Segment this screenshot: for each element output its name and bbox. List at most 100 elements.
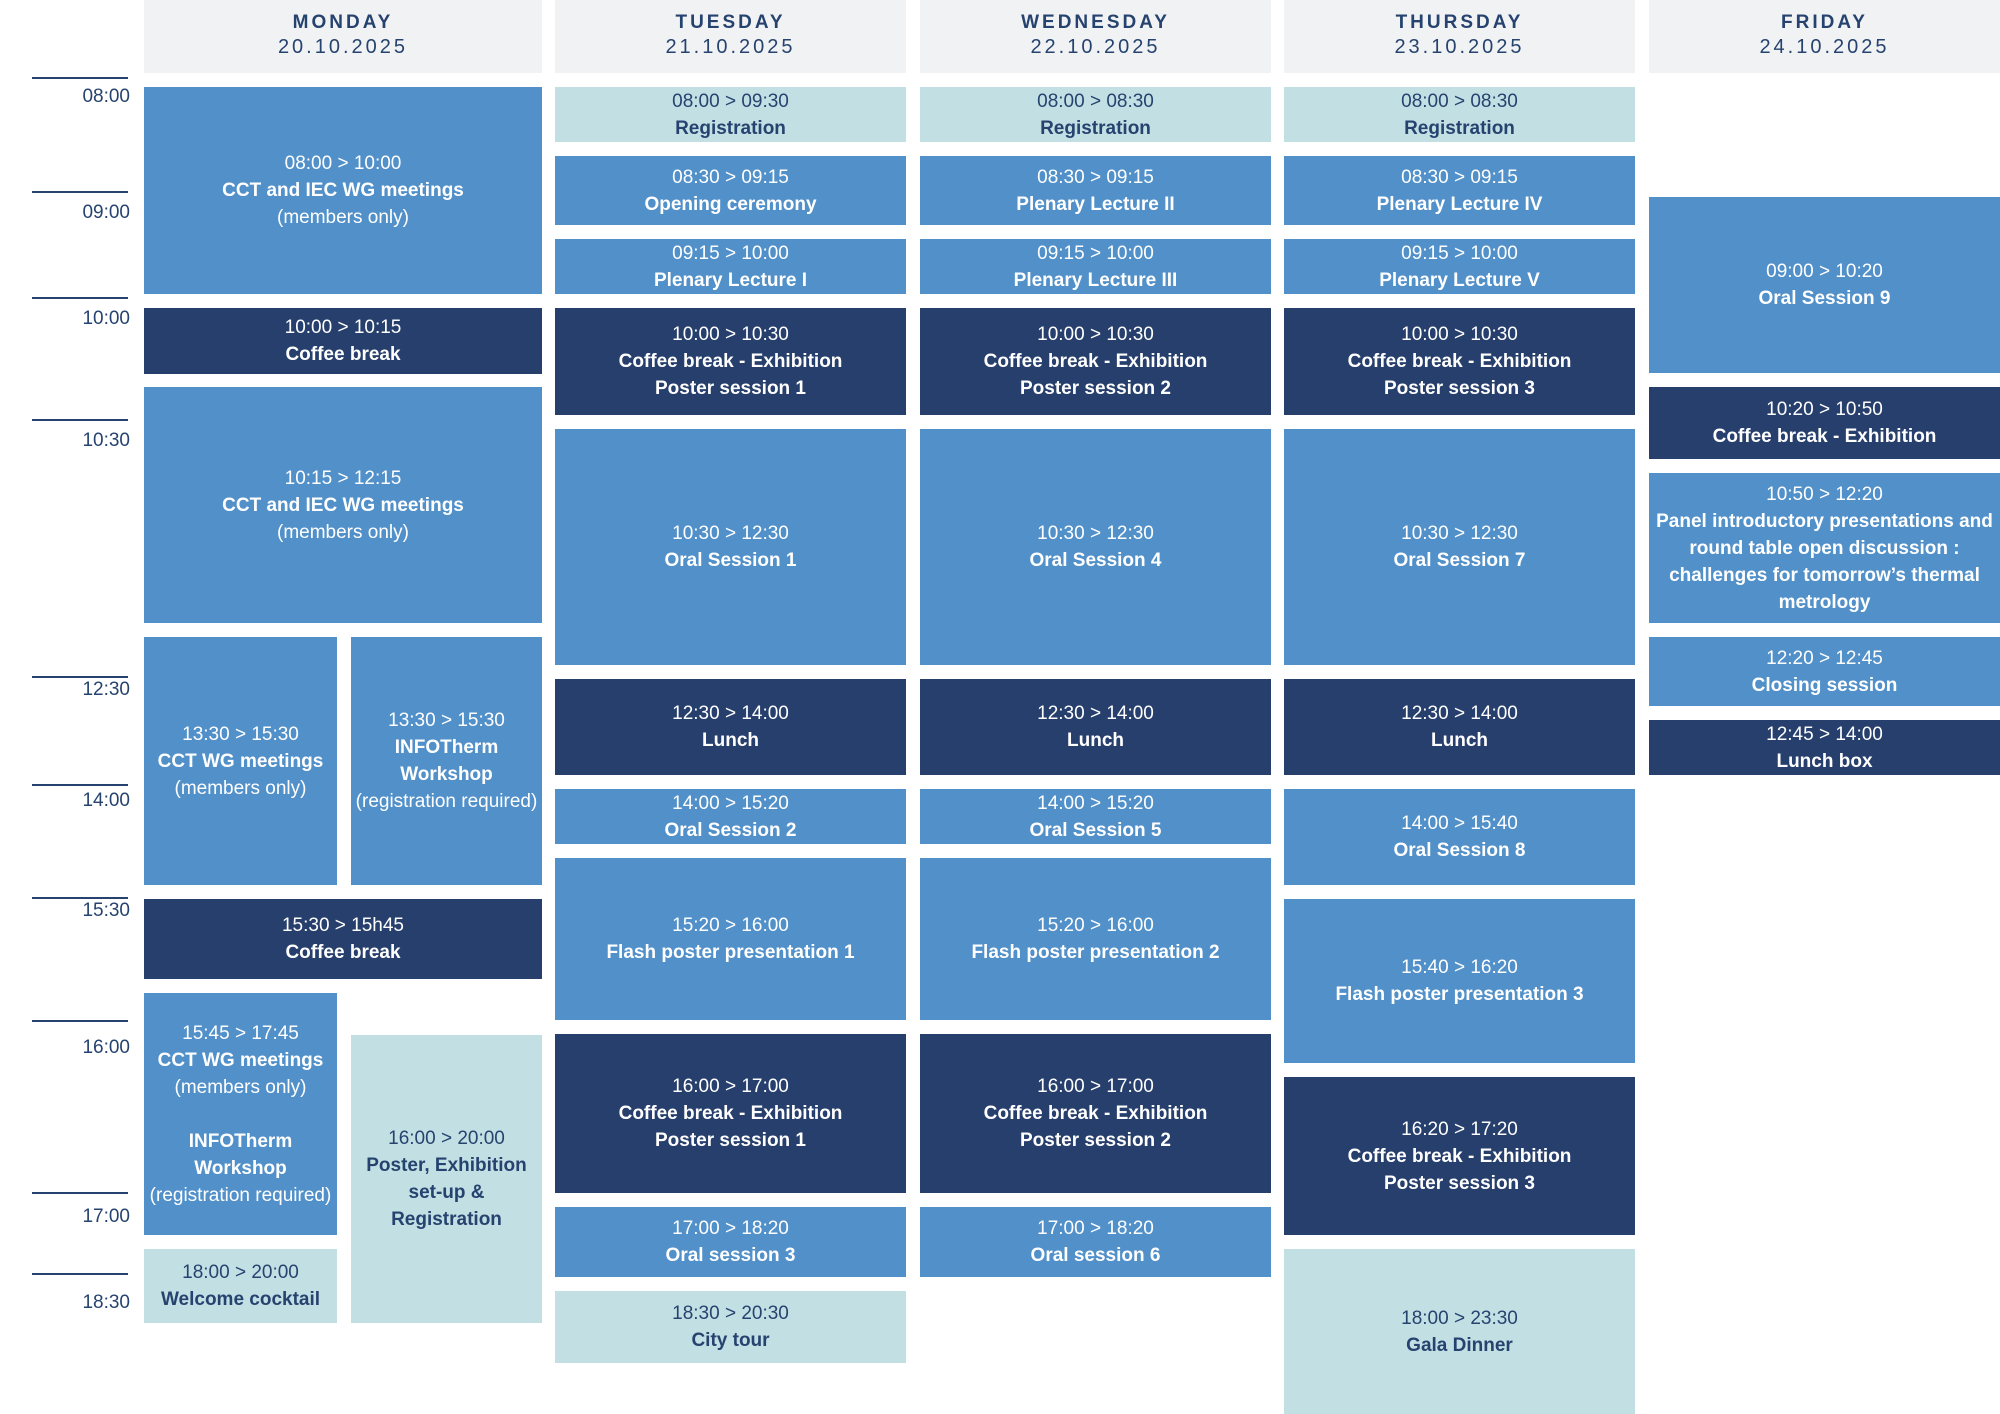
event-block[interactable]: 08:00 > 09:30 Registration — [555, 87, 906, 142]
day-date: 23.10.2025 — [1394, 36, 1525, 58]
event-time: 17:00 > 18:20 — [1037, 1218, 1154, 1239]
event-time: 09:15 > 10:00 — [1401, 242, 1518, 264]
event-title: Registration — [675, 117, 786, 139]
event-block[interactable]: 09:15 > 10:00 Plenary Lecture I — [555, 239, 906, 294]
event-block[interactable]: 10:30 > 12:30 Oral Session 7 — [1284, 429, 1635, 665]
event-block[interactable]: 14:00 > 15:20 Oral Session 5 — [920, 789, 1271, 844]
time-rule — [32, 1192, 128, 1194]
event-time: 09:00 > 10:20 — [1766, 261, 1883, 282]
event-title: Oral Session 4 — [1029, 550, 1162, 571]
event-block[interactable]: 10:00 > 10:30 Coffee break - Exhibition … — [555, 308, 906, 415]
event-block[interactable]: 08:30 > 09:15 Plenary Lecture II — [920, 156, 1271, 225]
event-block[interactable]: 17:00 > 18:20 Oral session 6 — [920, 1207, 1271, 1277]
event-block[interactable]: 18:00 > 20:00 Welcome cocktail — [144, 1249, 337, 1323]
event-time: 08:00 > 10:00 — [284, 153, 402, 174]
event-block[interactable]: 14:00 > 15:40 Oral Session 8 — [1284, 789, 1635, 885]
event-time: 16:00 > 17:00 — [1037, 1076, 1154, 1097]
event-title: Oral session 6 — [1030, 1245, 1161, 1266]
event-title: Lunch — [702, 730, 759, 751]
event-title: City tour — [691, 1330, 770, 1351]
event-block[interactable]: 12:20 > 12:45 Closing session — [1649, 637, 2000, 706]
event-time: 10:00 > 10:30 — [1037, 324, 1154, 345]
event-block[interactable]: 12:30 > 14:00 Lunch — [555, 679, 906, 775]
time-rule — [32, 191, 128, 193]
event-block[interactable]: 16:00 > 20:00 Poster, Exhibition set-up … — [351, 1035, 542, 1323]
event-title: Poster, Exhibition set-up & Registration — [366, 1155, 527, 1230]
event-block[interactable]: 08:30 > 09:15 Plenary Lecture IV — [1284, 156, 1635, 225]
event-title: Oral Session 2 — [664, 819, 797, 841]
event-title: Flash poster presentation 1 — [606, 942, 855, 963]
event-block[interactable]: 15:30 > 15h45 Coffee break — [144, 899, 542, 979]
event-title: INFOTherm Workshop — [394, 737, 499, 785]
event-block[interactable]: 18:00 > 23:30 Gala Dinner — [1284, 1249, 1635, 1414]
event-time: 16:00 > 17:00 — [672, 1076, 789, 1097]
event-time: 14:00 > 15:20 — [672, 792, 789, 814]
event-time: 15:20 > 16:00 — [672, 915, 789, 936]
event-title: Flash poster presentation 2 — [971, 942, 1220, 963]
event-block[interactable]: 15:20 > 16:00 Flash poster presentation … — [920, 858, 1271, 1020]
time-rule — [32, 784, 128, 786]
event-block[interactable]: 10:00 > 10:15 Coffee break — [144, 308, 542, 374]
event-block[interactable]: 12:45 > 14:00 Lunch box — [1649, 720, 2000, 775]
event-title: Oral Session 5 — [1029, 819, 1162, 841]
event-time: 12:20 > 12:45 — [1766, 647, 1883, 669]
event-block[interactable]: 09:15 > 10:00 Plenary Lecture III — [920, 239, 1271, 294]
event-block[interactable]: 12:30 > 14:00 Lunch — [920, 679, 1271, 775]
event-block[interactable]: 10:15 > 12:15 CCT and IEC WG meetings (m… — [144, 387, 542, 623]
time-label: 14:00 — [82, 790, 130, 811]
event-block[interactable]: 10:00 > 10:30 Coffee break - Exhibition … — [920, 308, 1271, 415]
event-title: Gala Dinner — [1406, 1334, 1513, 1356]
event-block[interactable]: 16:00 > 17:00 Coffee break - Exhibition … — [920, 1034, 1271, 1193]
event-block[interactable]: 08:30 > 09:15 Opening ceremony — [555, 156, 906, 225]
event-title: Poster session 1 — [654, 378, 807, 399]
event-block[interactable]: 15:45 > 17:45 CCT WG meetings (members o… — [144, 993, 337, 1235]
event-title: Poster session 1 — [654, 1130, 807, 1151]
event-block[interactable]: 09:00 > 10:20 Oral Session 9 — [1649, 197, 2000, 373]
day-name: THURSDAY — [1395, 12, 1524, 33]
event-time: 08:00 > 08:30 — [1037, 90, 1154, 112]
event-title: Oral Session 1 — [664, 550, 797, 571]
event-block[interactable]: 17:00 > 18:20 Oral session 3 — [555, 1207, 906, 1277]
event-time: 08:00 > 09:30 — [672, 90, 789, 112]
event-block[interactable]: 12:30 > 14:00 Lunch — [1284, 679, 1635, 775]
event-block[interactable]: 18:30 > 20:30 City tour — [555, 1291, 906, 1363]
day-name: WEDNESDAY — [1021, 12, 1170, 33]
event-time: 10:00 > 10:30 — [672, 324, 789, 345]
event-note: (registration required) — [149, 1184, 332, 1206]
event-time: 08:30 > 09:15 — [672, 166, 789, 188]
time-rule — [32, 77, 128, 79]
event-block[interactable]: 10:20 > 10:50 Coffee break - Exhibition — [1649, 387, 2000, 459]
event-block[interactable]: 15:40 > 16:20 Flash poster presentation … — [1284, 899, 1635, 1063]
event-block[interactable]: 10:30 > 12:30 Oral Session 4 — [920, 429, 1271, 665]
event-title: Poster session 2 — [1019, 1130, 1172, 1151]
event-block[interactable]: 10:00 > 10:30 Coffee break - Exhibition … — [1284, 308, 1635, 415]
event-block[interactable]: 08:00 > 08:30 Registration — [1284, 87, 1635, 142]
event-title: Coffee break - Exhibition — [618, 351, 843, 372]
event-title: Poster session 3 — [1383, 1172, 1536, 1194]
event-time: 15:20 > 16:00 — [1037, 915, 1154, 936]
event-block[interactable]: 16:20 > 17:20 Coffee break - Exhibition … — [1284, 1077, 1635, 1235]
event-time: 12:30 > 14:00 — [672, 703, 789, 724]
event-block[interactable]: 13:30 > 15:30 CCT WG meetings (members o… — [144, 637, 337, 885]
event-block[interactable]: 15:20 > 16:00 Flash poster presentation … — [555, 858, 906, 1020]
event-title: Coffee break - Exhibition — [983, 351, 1208, 372]
event-block[interactable]: 13:30 > 15:30 INFOTherm Workshop (regist… — [351, 637, 542, 885]
time-label: 15:30 — [82, 900, 130, 921]
event-block[interactable]: 14:00 > 15:20 Oral Session 2 — [555, 789, 906, 844]
event-title: Plenary Lecture IV — [1376, 193, 1543, 215]
event-block[interactable]: 08:00 > 08:30 Registration — [920, 87, 1271, 142]
event-block[interactable]: 16:00 > 17:00 Coffee break - Exhibition … — [555, 1034, 906, 1193]
event-block[interactable]: 09:15 > 10:00 Plenary Lecture V — [1284, 239, 1635, 294]
event-time: 09:15 > 10:00 — [1037, 242, 1154, 264]
day-name: TUESDAY — [675, 12, 786, 33]
event-block[interactable]: 10:30 > 12:30 Oral Session 1 — [555, 429, 906, 665]
event-time: 18:30 > 20:30 — [672, 1303, 789, 1324]
event-block[interactable]: 08:00 > 10:00 CCT and IEC WG meetings (m… — [144, 87, 542, 294]
event-block[interactable]: 10:50 > 12:20 Panel introductory present… — [1649, 473, 2000, 623]
time-rule — [32, 897, 128, 899]
event-note: (registration required) — [355, 791, 538, 812]
day-header-friday: FRIDAY 24.10.2025 — [1649, 0, 2000, 73]
day-header-wednesday: WEDNESDAY 22.10.2025 — [920, 0, 1271, 73]
event-title: CCT and IEC WG meetings — [222, 180, 464, 201]
event-title: Plenary Lecture III — [1013, 269, 1178, 291]
